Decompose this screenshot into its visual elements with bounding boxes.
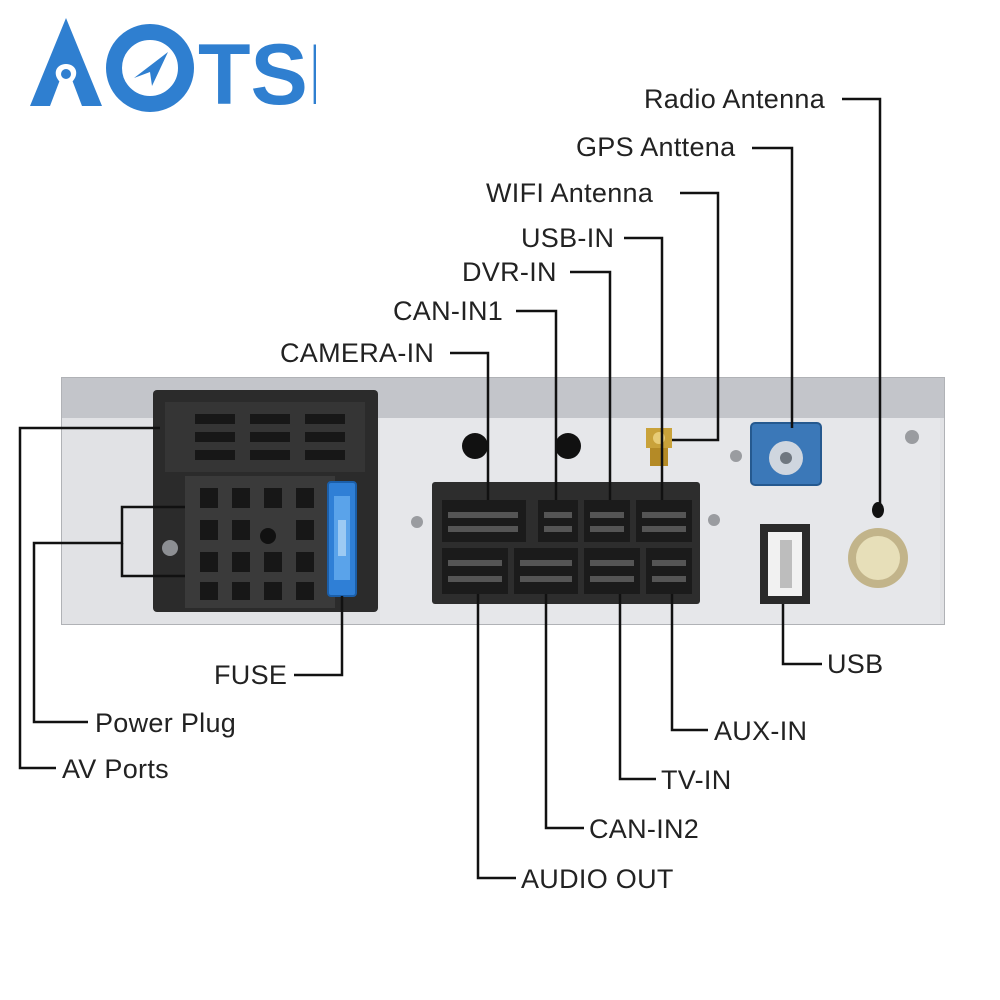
- leader-power-plug-b: [120, 543, 185, 578]
- logo-compass-icon: [106, 24, 194, 112]
- gps-fakra-connector: [750, 422, 822, 486]
- screw-icon: [905, 430, 919, 444]
- leader-aux-in: [670, 594, 708, 732]
- leader-wifi-antenna: [672, 191, 720, 442]
- leader-radio-antenna: [842, 97, 882, 505]
- label-power-plug: Power Plug: [95, 708, 237, 738]
- label-usb-in: USB-IN: [521, 223, 615, 253]
- hole: [555, 433, 581, 459]
- leader-usb: [781, 604, 822, 666]
- label-dvr-in: DVR-IN: [462, 257, 557, 287]
- leader-tv-in: [618, 594, 656, 781]
- label-fuse: FUSE: [214, 660, 288, 690]
- leader-fuse: [294, 596, 344, 677]
- label-wifi-antenna: WIFI Antenna: [486, 178, 654, 208]
- leader-audio-out: [476, 594, 516, 880]
- leader-usb-in: [624, 236, 664, 500]
- fuse: [327, 481, 357, 597]
- label-audio-out: AUDIO OUT: [521, 864, 674, 894]
- screw-icon: [411, 516, 423, 528]
- label-usb: USB: [827, 649, 884, 679]
- label-radio-antenna: Radio Antenna: [644, 84, 826, 114]
- label-camera-in: CAMERA-IN: [280, 338, 435, 368]
- leader-power-plug: [32, 505, 185, 724]
- hole: [462, 433, 488, 459]
- svg-text:TSR: TSR: [198, 27, 316, 112]
- label-av-ports: AV Ports: [62, 754, 169, 784]
- leader-dvr-in: [570, 270, 612, 500]
- label-can-in1: CAN-IN1: [393, 296, 504, 326]
- usb-port: [760, 524, 810, 604]
- logo-mark-icon: [30, 18, 102, 106]
- leader-camera-in: [450, 351, 490, 500]
- multi-pin-connector-block: [432, 482, 700, 604]
- leader-can-in2: [544, 594, 584, 830]
- leader-gps-antenna: [752, 146, 794, 428]
- leader-can-in1: [516, 309, 558, 500]
- aotsr-logo: TSR: [30, 18, 316, 112]
- iso-power-connector: [153, 390, 378, 612]
- label-aux-in: AUX-IN: [714, 716, 808, 746]
- screw-icon: [730, 450, 742, 462]
- label-can-in2: CAN-IN2: [589, 814, 700, 844]
- leader-lines: [18, 97, 882, 880]
- screw-icon: [708, 514, 720, 526]
- label-tv-in: TV-IN: [661, 765, 732, 795]
- wifi-antenna-connector: [646, 428, 672, 466]
- label-gps-antenna: GPS Anttena: [576, 132, 736, 162]
- leader-av-ports: [18, 426, 160, 770]
- radio-antenna-socket: [848, 502, 908, 588]
